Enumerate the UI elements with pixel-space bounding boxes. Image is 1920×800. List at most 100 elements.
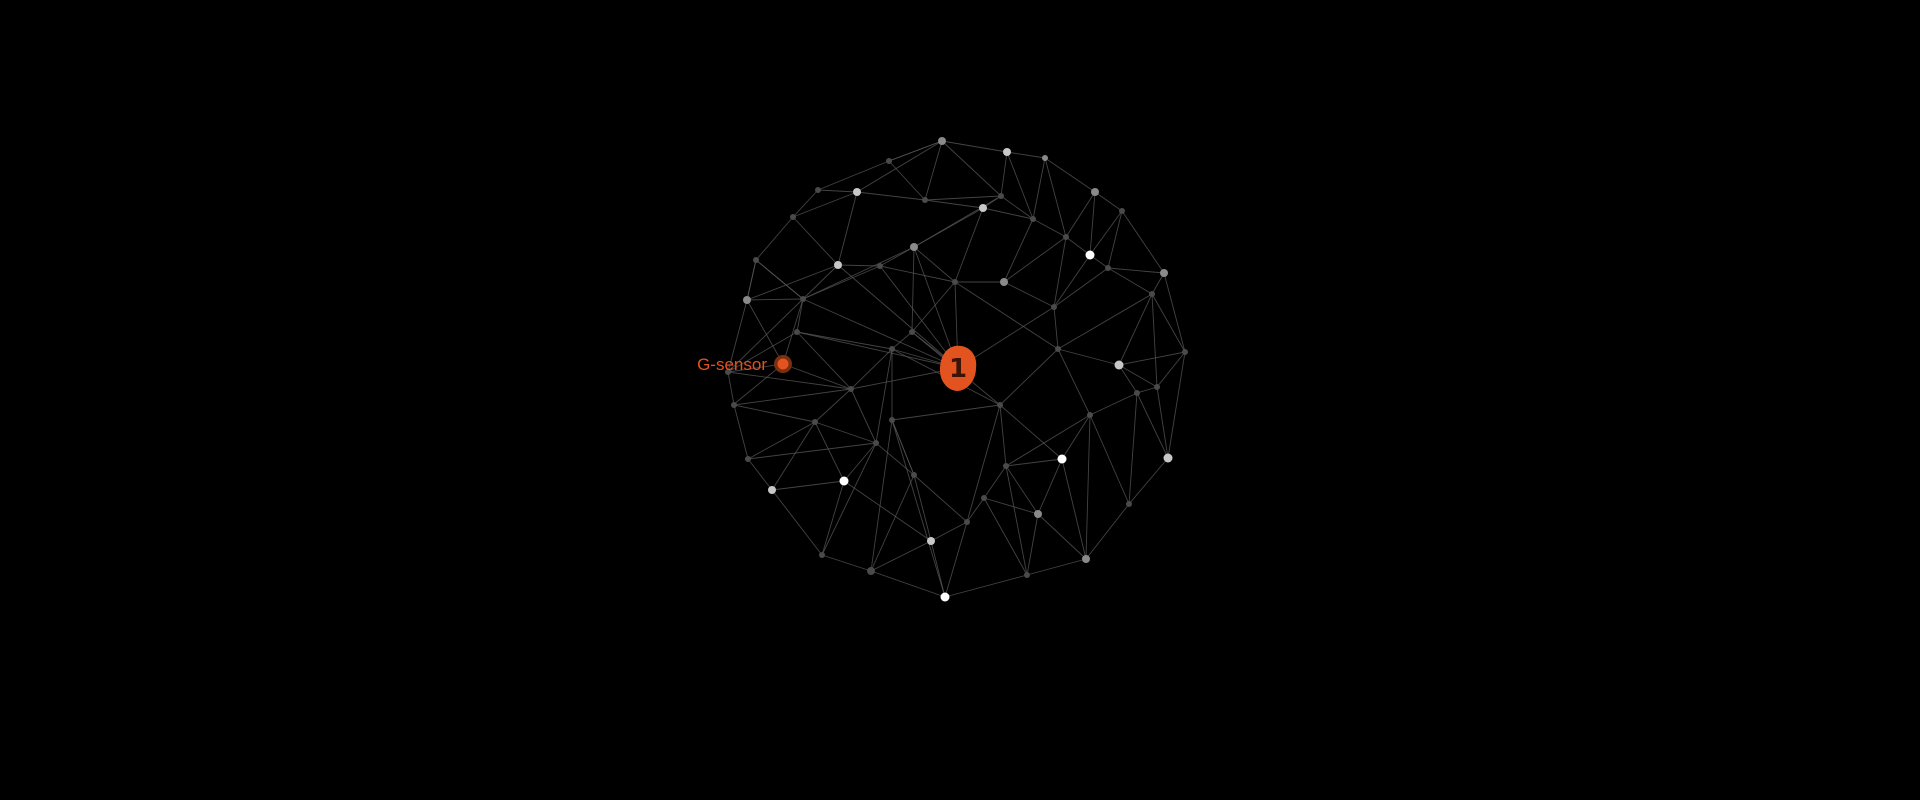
network-node[interactable] (853, 188, 861, 196)
network-node[interactable] (839, 476, 849, 486)
network-node[interactable] (952, 279, 958, 285)
network-node[interactable] (1114, 360, 1124, 370)
sensor-node[interactable]: G-sensor (697, 355, 792, 374)
network-edge (1094, 191, 1123, 212)
network-edge (1118, 351, 1186, 366)
network-edge (913, 195, 1002, 248)
network-edge (913, 246, 956, 283)
network-edge (966, 404, 1001, 523)
network-node[interactable] (1003, 463, 1009, 469)
network-node[interactable] (753, 257, 759, 263)
network-node[interactable] (867, 567, 875, 575)
network-node[interactable] (1003, 148, 1011, 156)
network-edge (802, 298, 959, 369)
network-edge (1026, 513, 1039, 576)
network-node[interactable] (768, 486, 776, 494)
network-edge (1005, 465, 1028, 576)
network-node[interactable] (1163, 453, 1173, 463)
network-node[interactable] (1024, 572, 1030, 578)
network-node[interactable] (800, 296, 806, 302)
network-edge (924, 199, 984, 209)
network-node[interactable] (1042, 155, 1048, 161)
network-node[interactable] (1119, 208, 1125, 214)
network-edge (814, 421, 877, 444)
network-edge (1061, 414, 1091, 460)
network-edge (913, 474, 968, 523)
network-node[interactable] (873, 440, 879, 446)
network-node[interactable] (1055, 346, 1061, 352)
network-node[interactable] (1182, 349, 1188, 355)
network-edge (944, 521, 968, 598)
network-node[interactable] (1063, 234, 1069, 240)
network-node[interactable] (911, 472, 917, 478)
network-edge (1057, 348, 1120, 366)
network-edge (755, 216, 794, 261)
network-node[interactable] (886, 158, 892, 164)
network-edge (982, 207, 1034, 220)
network-node[interactable] (1149, 291, 1155, 297)
network-edge (850, 348, 893, 390)
network-edge (1057, 348, 1091, 416)
network-edge (747, 421, 816, 460)
network-node[interactable] (1082, 555, 1090, 563)
network-node[interactable] (940, 592, 950, 602)
network-node[interactable] (964, 519, 970, 525)
network-edge (1151, 272, 1165, 295)
network-edge (1128, 392, 1138, 505)
network-node[interactable] (731, 402, 737, 408)
network-node[interactable] (998, 193, 1004, 199)
network-node[interactable] (848, 386, 854, 392)
network-node[interactable] (725, 369, 731, 375)
network-edge (983, 465, 1007, 499)
network-node[interactable] (1051, 304, 1057, 310)
network-node[interactable] (922, 197, 928, 203)
network-node[interactable] (812, 419, 818, 425)
network-edge (837, 264, 959, 369)
network-node[interactable] (889, 417, 895, 423)
network-edge (727, 331, 798, 373)
network-edge (1085, 503, 1130, 560)
network-edge (1089, 414, 1130, 505)
network-node[interactable] (1087, 412, 1093, 418)
network-node[interactable] (1057, 454, 1067, 464)
network-edge (1167, 351, 1186, 459)
network-edge (1121, 210, 1165, 274)
network-node[interactable] (1034, 510, 1042, 518)
network-node[interactable] (1000, 278, 1008, 286)
network-node[interactable] (834, 261, 842, 269)
network-node[interactable] (794, 329, 800, 335)
network-node[interactable] (819, 552, 825, 558)
network-edge (879, 265, 956, 283)
logo-badge-icon[interactable]: 1 (940, 345, 977, 391)
network-node[interactable] (1160, 269, 1168, 277)
network-edge (1037, 458, 1063, 515)
network-node[interactable] (909, 329, 915, 335)
network-node[interactable] (815, 187, 821, 193)
network-node[interactable] (1105, 265, 1111, 271)
network-node[interactable] (1091, 188, 1099, 196)
network-node[interactable] (938, 137, 946, 145)
network-edge (792, 216, 839, 266)
network-edge (891, 419, 915, 476)
network-node[interactable] (927, 537, 935, 545)
network-node[interactable] (1154, 384, 1160, 390)
network-node[interactable] (981, 495, 987, 501)
network-node[interactable] (1085, 250, 1095, 260)
network-node[interactable] (997, 402, 1003, 408)
network-edge (837, 191, 858, 266)
network-node[interactable] (877, 263, 883, 269)
network-edge (999, 404, 1063, 460)
network-edge (1003, 218, 1034, 283)
network-node[interactable] (889, 346, 895, 352)
network-edge (1156, 386, 1169, 459)
network-node[interactable] (1134, 390, 1140, 396)
network-node[interactable] (790, 214, 796, 220)
network-node[interactable] (979, 204, 987, 212)
network-node[interactable] (1126, 501, 1132, 507)
network-node[interactable] (910, 243, 918, 251)
network-edge (796, 331, 852, 390)
network-node[interactable] (1030, 216, 1036, 222)
network-node[interactable] (743, 296, 751, 304)
network-node[interactable] (745, 456, 751, 462)
network-edge (1151, 293, 1158, 388)
